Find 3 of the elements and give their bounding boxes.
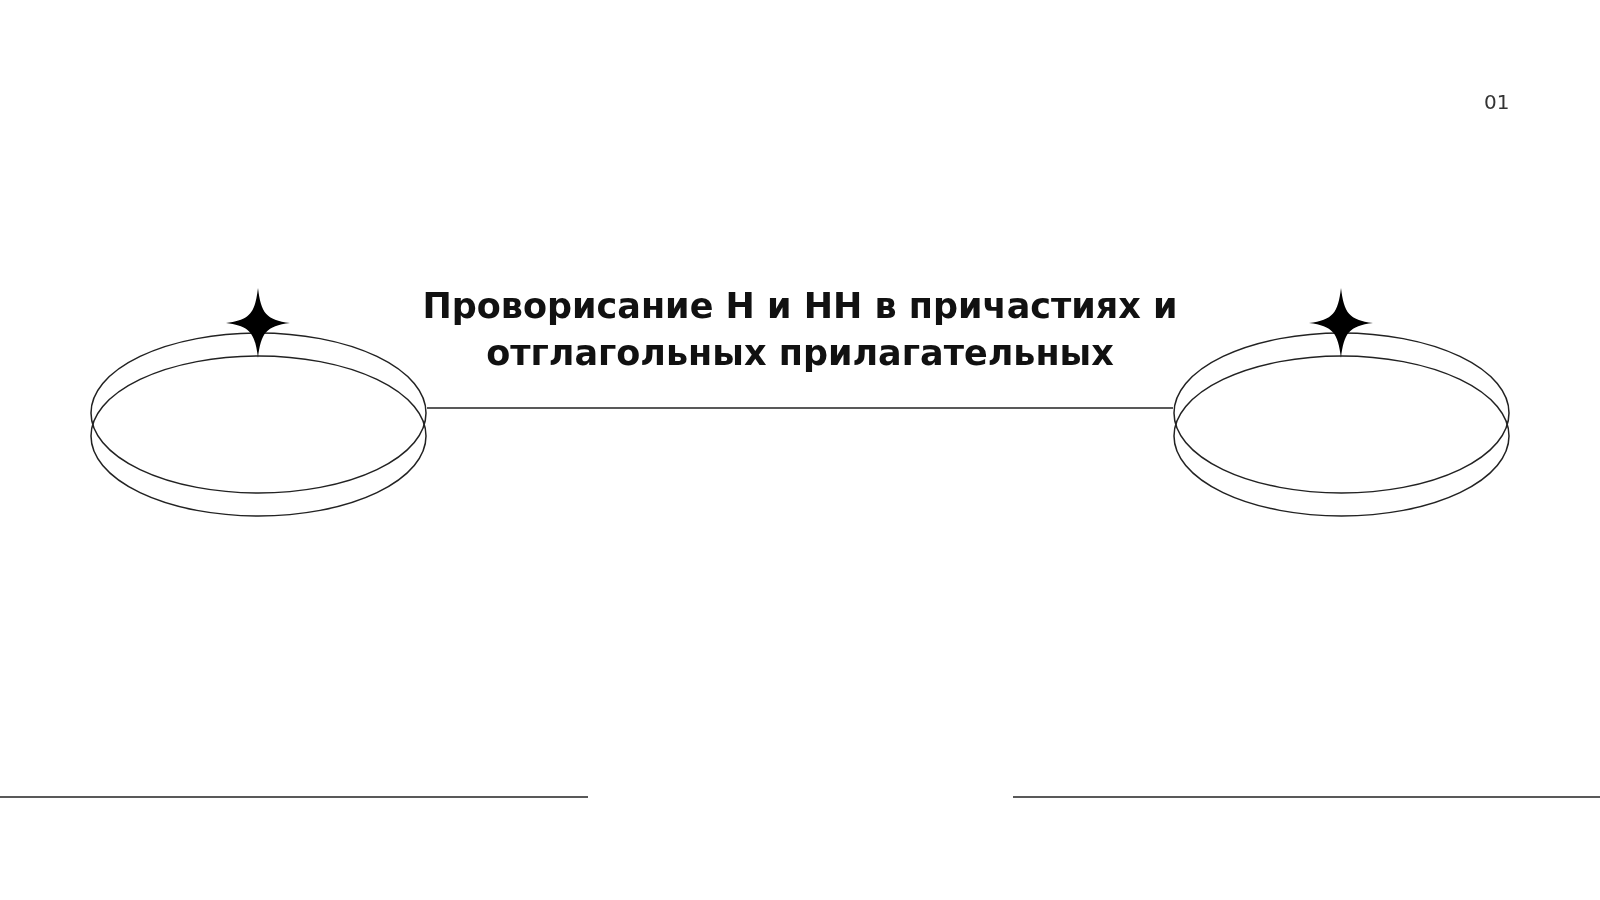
connector-line xyxy=(426,407,1174,409)
page-number: 01 xyxy=(1484,90,1510,114)
slide-title: Проворисание Н и НН в причастиях и отглагольных прилагательных xyxy=(421,285,1179,375)
